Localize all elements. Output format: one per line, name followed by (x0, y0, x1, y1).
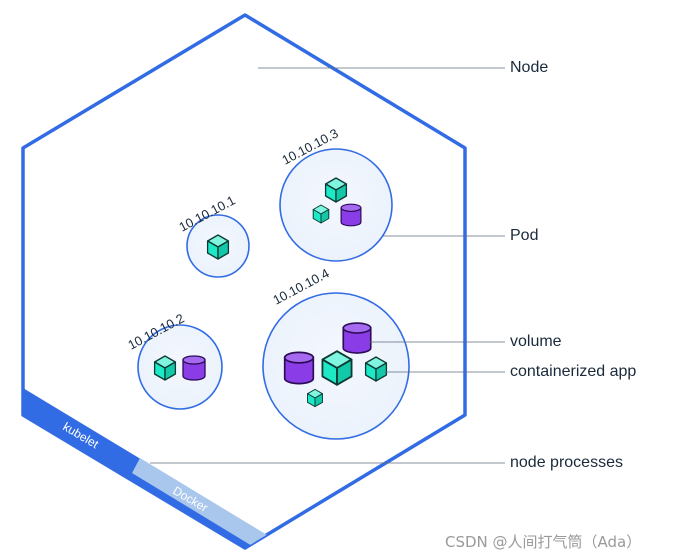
containerized-app-label: containerized app (510, 363, 636, 380)
containerized-app-cube (307, 388, 323, 408)
node-processes-bands (23, 388, 275, 548)
node-processes-label: node processes (510, 454, 623, 471)
containerized-app-cube (153, 355, 177, 381)
volume-cylinder (283, 351, 315, 385)
volume-label: volume (510, 333, 562, 350)
containerized-app-cube (364, 356, 388, 382)
containerized-app-cube (206, 234, 230, 260)
docker-band (132, 458, 272, 548)
watermark-text: CSDN @人间打气筒（Ada） (445, 533, 641, 551)
node-hexagon (21, 13, 467, 550)
containerized-app-cube (321, 350, 353, 386)
node-label: Node (510, 59, 548, 76)
leader-lines (150, 67, 505, 464)
volume-cylinder (340, 203, 362, 227)
volume-cylinder (342, 322, 372, 354)
volume-cylinder (182, 355, 206, 381)
containerized-app-cube (324, 177, 348, 203)
pod-label: Pod (510, 227, 538, 244)
containerized-app-cube (312, 204, 330, 224)
